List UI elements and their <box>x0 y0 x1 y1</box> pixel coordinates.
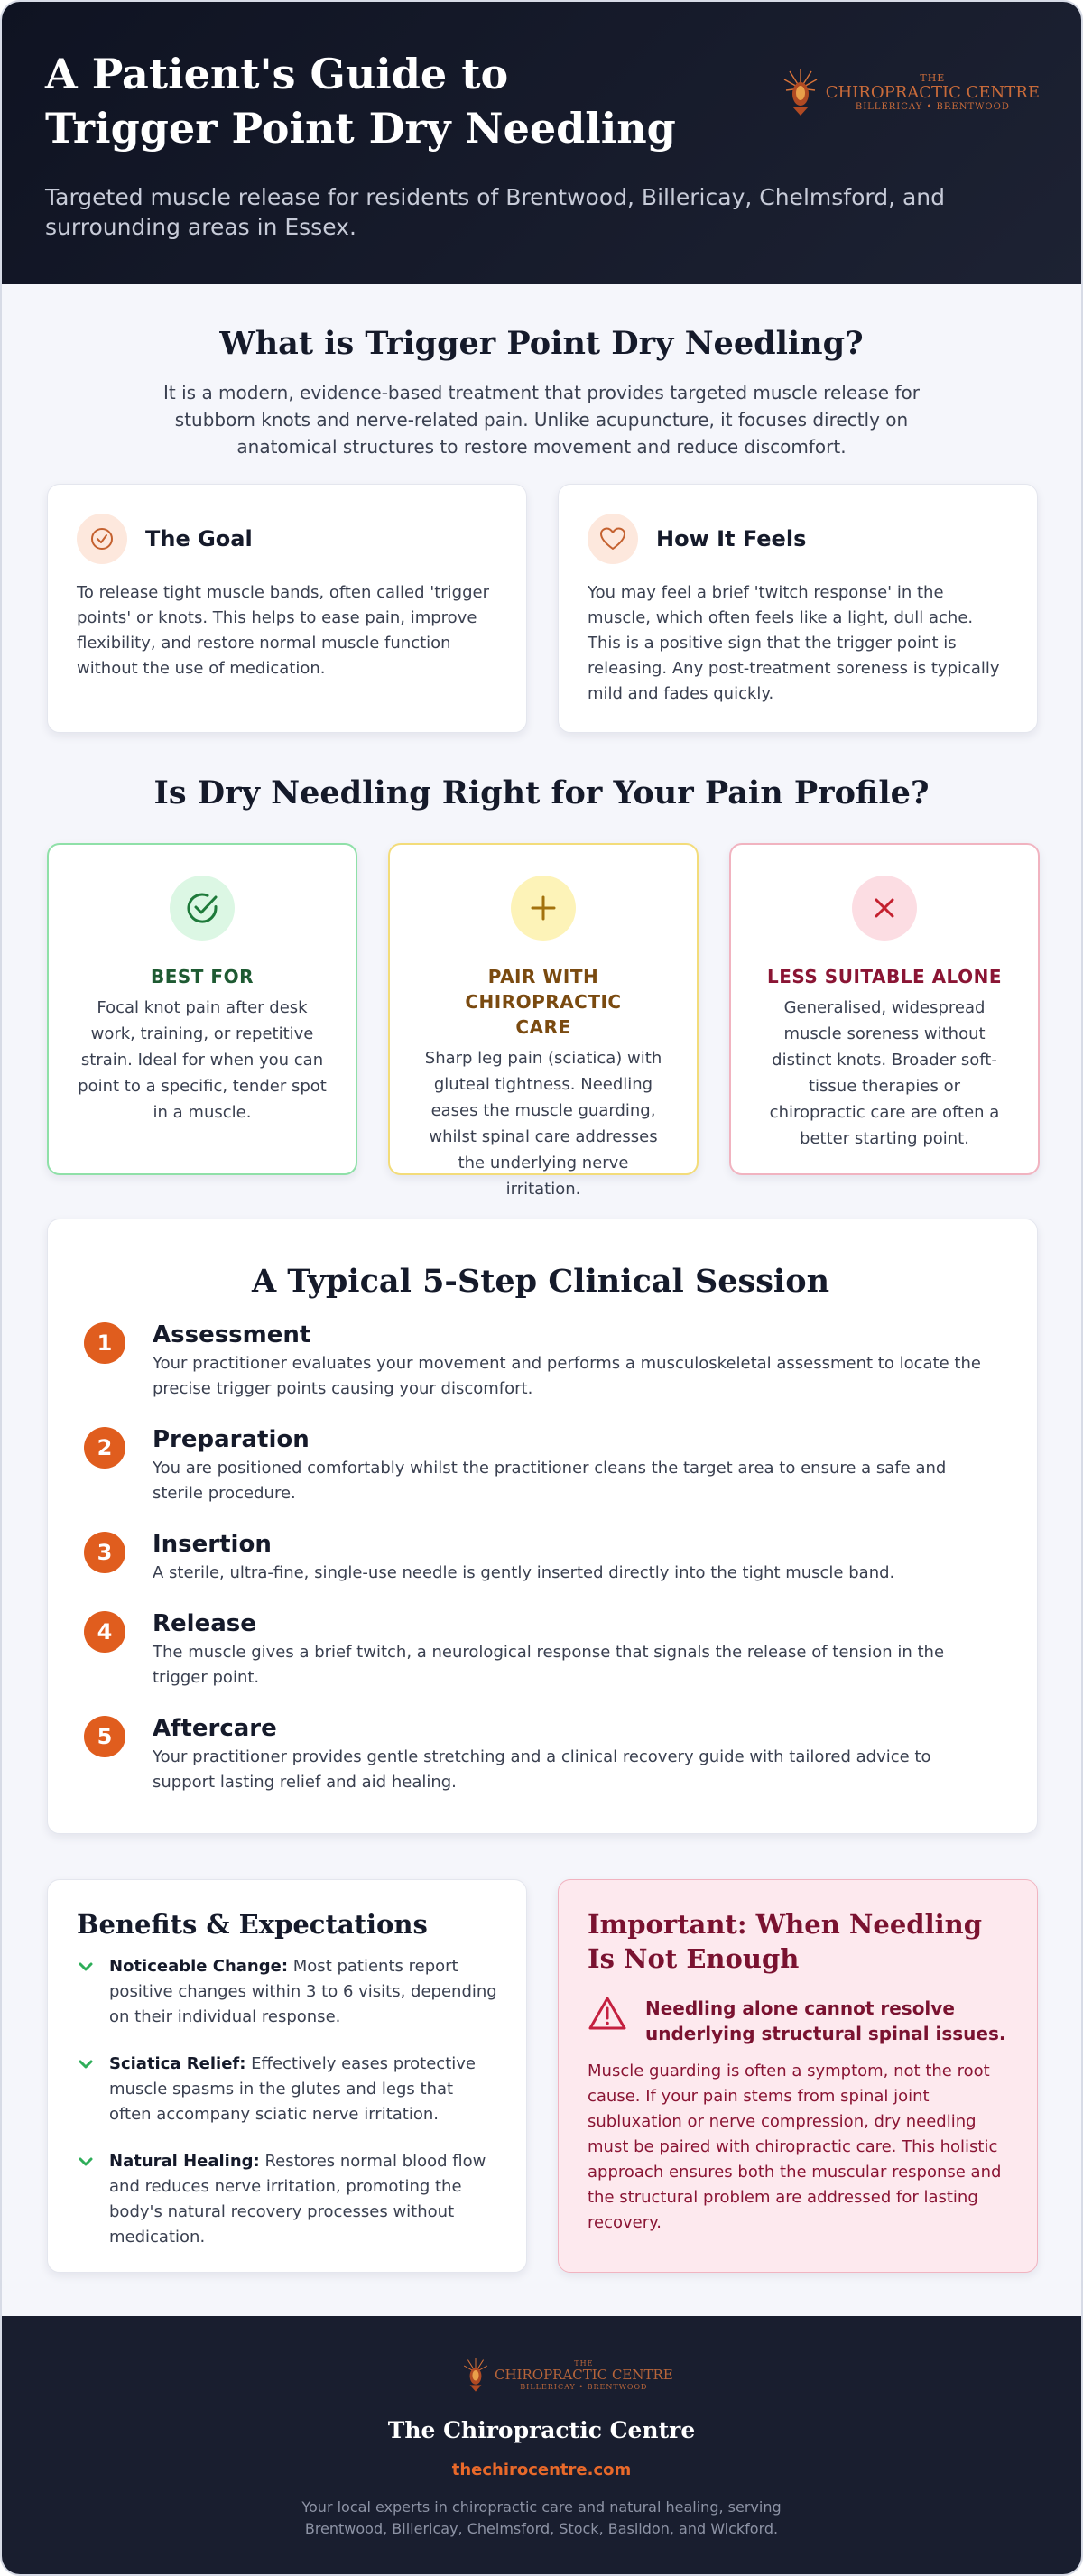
profile-card-pair: PAIR WITH CHIROPRACTIC CARE Sharp leg pa… <box>388 843 699 1199</box>
step-text: The muscle gives a brief twitch, a neuro… <box>153 1643 945 1687</box>
step-number: 1 <box>84 1322 125 1364</box>
benefit-bold: Noticeable Change: <box>109 1957 289 1976</box>
step-body: Release The muscle gives a brief twitch,… <box>153 1609 995 1691</box>
benefit-item: Sciatica Relief: Effectively eases prote… <box>77 2052 497 2127</box>
profile-title: Is Dry Needling Right for Your Pain Prof… <box>153 774 930 811</box>
brand-logo-text: THE CHIROPRACTIC CENTRE BILLERICAY • BRE… <box>826 72 1040 112</box>
lion-crest-icon <box>463 2358 488 2392</box>
step-title: Aftercare <box>153 1715 277 1742</box>
profile-best-label: BEST FOR <box>151 966 254 987</box>
step-body: Preparation You are positioned comfortab… <box>153 1425 995 1506</box>
chevron-down-icon <box>79 2060 93 2069</box>
profile-less-label: LESS SUITABLE ALONE <box>767 966 1002 987</box>
check-circle-icon <box>170 876 235 941</box>
step-body: Assessment Your practitioner evaluates y… <box>153 1320 995 1402</box>
important-card: Important: When Needling Is Not Enough N… <box>558 1879 1038 2273</box>
profile-pair-text: Sharp leg pain (sciatica) with gluteal t… <box>424 1049 662 1199</box>
profile-pair-label: PAIR WITH CHIROPRACTIC CARE <box>465 966 622 1038</box>
profile-best-text: Focal knot pain after desk work, trainin… <box>78 998 327 1122</box>
benefit-bold: Natural Healing: <box>109 2152 260 2171</box>
feels-card-head: How It Feels <box>588 514 1008 564</box>
footer-logo[interactable]: THE CHIROPRACTIC CENTRE BILLERICAY • BRE… <box>462 2357 673 2393</box>
profile-less-text: Generalised, widespread muscle soreness … <box>769 998 1000 1148</box>
benefit-bold: Sciatica Relief: <box>109 2054 246 2073</box>
step-text: A sterile, ultra-fine, single-use needle… <box>153 1563 895 1582</box>
page-subtitle: Targeted muscle release for residents of… <box>45 184 945 240</box>
session-title: A Typical 5-Step Clinical Session <box>251 1263 830 1300</box>
benefit-text: Sciatica Relief: Effectively eases prote… <box>109 2052 497 2127</box>
step-number: 2 <box>84 1427 125 1469</box>
feels-card: How It Feels You may feel a brief 'twitc… <box>558 484 1038 733</box>
step-title: Insertion <box>153 1531 272 1558</box>
logo-line-1: THE <box>920 72 946 84</box>
plus-icon <box>511 876 576 941</box>
session-step: 3 Insertion A sterile, ultra-fine, singl… <box>84 1530 995 1586</box>
what-is-title: What is Trigger Point Dry Needling? <box>219 325 864 362</box>
profile-card-best: BEST FOR Focal knot pain after desk work… <box>47 843 357 1175</box>
important-warning: Needling alone cannot resolve underlying… <box>588 1996 1008 2046</box>
logo-line-3: BILLERICAY • BRENTWOOD <box>520 2382 648 2391</box>
check-circle-icon <box>77 514 127 564</box>
logo-line-3: BILLERICAY • BRENTWOOD <box>855 102 1010 112</box>
feels-card-text: You may feel a brief 'twitch response' i… <box>588 583 1000 703</box>
feels-card-title: How It Feels <box>656 526 807 551</box>
benefit-item: Noticeable Change: Most patients report … <box>77 1954 497 2030</box>
chevron-down-icon <box>79 1962 93 1971</box>
step-title: Preparation <box>153 1426 310 1453</box>
important-warning-text: Needling alone cannot resolve underlying… <box>645 1997 1006 2044</box>
brand-logo[interactable]: THE CHIROPRACTIC CENTRE BILLERICAY • BRE… <box>782 67 1040 117</box>
step-number: 3 <box>84 1532 125 1573</box>
step-text: Your practitioner evaluates your movemen… <box>153 1354 981 1398</box>
footer-website-link[interactable]: thechirocentre.com <box>451 2460 632 2479</box>
profile-card-less: LESS SUITABLE ALONE Generalised, widespr… <box>729 843 1040 1175</box>
logo-line-1: THE <box>574 2358 594 2368</box>
session-step: 1 Assessment Your practitioner evaluates… <box>84 1320 995 1402</box>
goal-card-text: To release tight muscle bands, often cal… <box>77 583 490 678</box>
goal-card-head: The Goal <box>77 514 497 564</box>
session-step: 2 Preparation You are positioned comfort… <box>84 1425 995 1506</box>
benefit-desc: Most patients report positive changes wi… <box>109 1957 497 2026</box>
step-number: 5 <box>84 1716 125 1757</box>
step-title: Release <box>153 1610 256 1637</box>
step-number: 4 <box>84 1611 125 1653</box>
title-line-1: A Patient's Guide to <box>45 50 509 98</box>
footer-description: Your local experts in chiropractic care … <box>301 2498 782 2537</box>
step-body: Aftercare Your practitioner provides gen… <box>153 1714 995 1795</box>
step-title: Assessment <box>153 1321 311 1348</box>
footer-name: The Chiropractic Centre <box>387 2417 696 2443</box>
benefits-title: Benefits & Expectations <box>77 1909 428 1940</box>
footer-logo-text: THE CHIROPRACTIC CENTRE BILLERICAY • BRE… <box>495 2359 673 2391</box>
important-title: Important: When Needling Is Not Enough <box>588 1909 982 1974</box>
session-card: A Typical 5-Step Clinical Session 1 Asse… <box>47 1219 1038 1834</box>
benefits-card: Benefits & Expectations Noticeable Chang… <box>47 1879 527 2273</box>
step-body: Insertion A sterile, ultra-fine, single-… <box>153 1530 894 1586</box>
logo-line-2: CHIROPRACTIC CENTRE <box>825 83 1040 102</box>
lion-crest-icon <box>783 69 818 116</box>
heart-icon <box>588 514 638 564</box>
important-text: Muscle guarding is often a symptom, not … <box>588 2062 1002 2232</box>
benefit-desc: Effectively eases protective muscle spas… <box>109 2054 476 2124</box>
footer: THE CHIROPRACTIC CENTRE BILLERICAY • BRE… <box>2 2316 1081 2574</box>
benefit-desc: Restores normal blood flow and reduces n… <box>109 2152 486 2247</box>
benefit-text: Noticeable Change: Most patients report … <box>109 1954 497 2030</box>
benefit-item: Natural Healing: Restores normal blood f… <box>77 2149 497 2250</box>
close-icon <box>852 876 917 941</box>
what-is-intro: It is a modern, evidence-based treatment… <box>163 382 920 458</box>
step-text: You are positioned comfortably whilst th… <box>153 1459 947 1503</box>
warning-icon <box>588 1997 626 2030</box>
goal-card: The Goal To release tight muscle bands, … <box>47 484 527 733</box>
page-title: A Patient's Guide to Trigger Point Dry N… <box>45 47 731 155</box>
session-step: 4 Release The muscle gives a brief twitc… <box>84 1609 995 1691</box>
chevron-down-icon <box>79 2157 93 2166</box>
benefit-text: Natural Healing: Restores normal blood f… <box>109 2149 497 2250</box>
step-text: Your practitioner provides gentle stretc… <box>153 1747 931 1792</box>
title-line-2: Trigger Point Dry Needling <box>45 104 676 153</box>
goal-card-title: The Goal <box>145 526 253 551</box>
logo-line-2: CHIROPRACTIC CENTRE <box>495 2366 673 2383</box>
session-step: 5 Aftercare Your practitioner provides g… <box>84 1714 995 1795</box>
hero-header: A Patient's Guide to Trigger Point Dry N… <box>2 2 1081 284</box>
